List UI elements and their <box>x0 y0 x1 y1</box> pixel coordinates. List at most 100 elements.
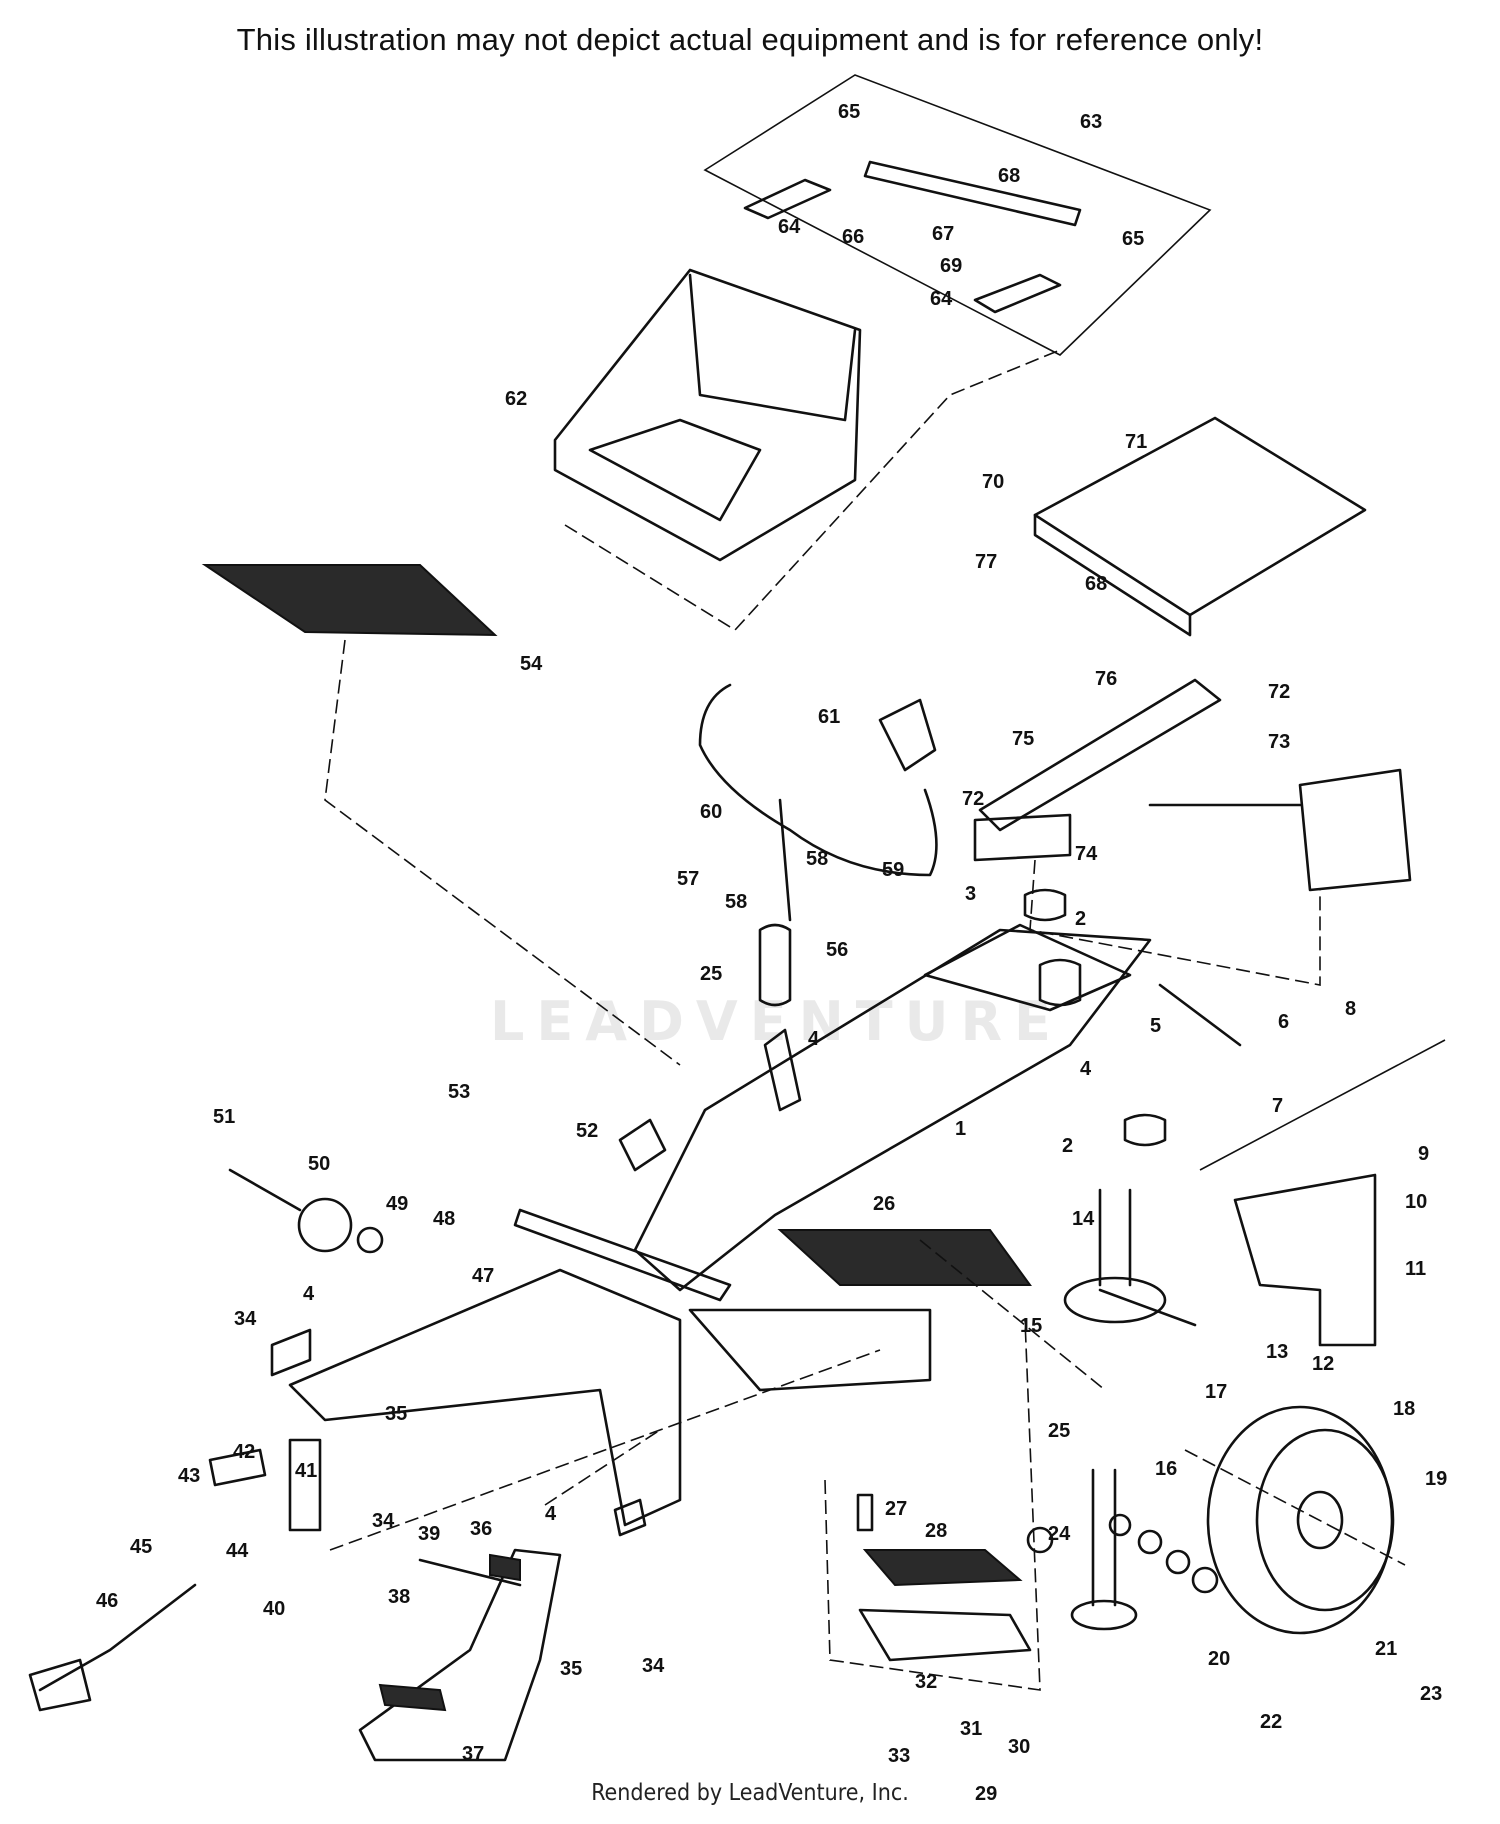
spindle-14 <box>1098 1188 1132 1287</box>
callout-label: 28 <box>925 1520 947 1542</box>
main-frame <box>633 928 1152 1292</box>
washer-49 <box>356 1226 384 1254</box>
callout-label: 45 <box>130 1536 152 1558</box>
cap-23 <box>1191 1566 1219 1594</box>
callout-label: 34 <box>642 1655 665 1677</box>
callout-label: 48 <box>433 1208 455 1230</box>
callout-label: 51 <box>213 1106 235 1128</box>
step-mat <box>862 1549 1023 1587</box>
callout-label: 41 <box>295 1460 317 1482</box>
bearing-21 <box>1137 1529 1163 1555</box>
bushing-25-lower <box>1026 1526 1054 1554</box>
wheel-rim <box>1255 1428 1395 1612</box>
callout-label: 23 <box>1420 1683 1442 1705</box>
callout-label: 72 <box>1268 681 1290 703</box>
seat-plate <box>1033 416 1367 617</box>
callout-label: 72 <box>962 788 984 810</box>
callout-label: 21 <box>1375 1638 1397 1660</box>
pedal-shaft <box>418 1558 522 1587</box>
callout-label: 64 <box>930 288 953 310</box>
frame-bushing <box>1038 958 1082 1007</box>
callout-label: 44 <box>226 1540 249 1562</box>
front-axle <box>288 1268 682 1527</box>
steering-wheel <box>698 683 938 877</box>
callout-label: 1 <box>955 1118 966 1140</box>
axle-pivot-bar <box>513 1208 732 1302</box>
callout-label: 3 <box>965 883 976 905</box>
callout-label: 50 <box>308 1153 330 1175</box>
callout-label: 4 <box>808 1028 820 1050</box>
armrest-bracket <box>863 160 1082 227</box>
callout-label: 58 <box>725 891 747 913</box>
callout-label: 18 <box>1393 1398 1415 1420</box>
callout-label: 66 <box>842 226 864 248</box>
pedal-assembly <box>358 1548 562 1762</box>
callout-label: 4 <box>545 1503 557 1525</box>
seat <box>553 268 862 562</box>
callout-label: 68 <box>1085 573 1107 595</box>
part-52 <box>618 1118 667 1172</box>
bolt-51 <box>228 1168 302 1212</box>
callout-label: 36 <box>470 1518 492 1540</box>
callout-label: 29 <box>975 1783 997 1805</box>
callout-label: 17 <box>1205 1381 1227 1403</box>
callout-label: 76 <box>1095 668 1117 690</box>
callout-label: 10 <box>1405 1191 1427 1213</box>
bolt-5 <box>1158 983 1242 1047</box>
spindle-24 <box>1091 1468 1117 1607</box>
callout-label: 68 <box>998 165 1020 187</box>
wheel-axle-guide <box>1184 1449 1406 1566</box>
callout-label: 67 <box>932 223 954 245</box>
tie-rod <box>38 1583 197 1692</box>
callout-label: 62 <box>505 388 527 410</box>
callout-label: 25 <box>1048 1420 1070 1442</box>
callout-label: 4 <box>303 1283 315 1305</box>
tie-rod-end <box>28 1658 92 1712</box>
callout-label: 9 <box>1418 1143 1429 1165</box>
grease-fitting-27 <box>856 1493 874 1532</box>
callout-label: 32 <box>915 1671 937 1693</box>
callout-label: 6 <box>1278 1011 1289 1033</box>
callout-label: 65 <box>1122 228 1144 250</box>
bolt-guide <box>544 1429 661 1506</box>
callout-label: 38 <box>388 1586 410 1608</box>
callout-label: 31 <box>960 1718 982 1740</box>
callout-label: 8 <box>1345 998 1356 1020</box>
callout-label: 14 <box>1072 1208 1095 1230</box>
seat-support-pad <box>973 813 1072 862</box>
arm-41 <box>288 1438 322 1532</box>
callout-label: 33 <box>888 1745 910 1767</box>
callout-label: 15 <box>1020 1315 1042 1337</box>
callout-label: 42 <box>233 1441 255 1463</box>
steering-column <box>763 1028 802 1112</box>
callout-label: 74 <box>1075 843 1098 865</box>
callout-label: 40 <box>263 1598 285 1620</box>
callout-label: 22 <box>1260 1711 1282 1733</box>
callout-label: 69 <box>940 255 962 277</box>
callout-label: 19 <box>1425 1468 1447 1490</box>
pedal-pad-38 <box>378 1683 447 1712</box>
seat-plate-flange <box>1033 513 1192 637</box>
step-guide <box>824 1319 1041 1691</box>
callout-label: 57 <box>677 868 699 890</box>
callout-label: 27 <box>885 1498 907 1520</box>
callout-label: 71 <box>1125 431 1147 453</box>
foot-mat-left <box>201 564 498 637</box>
callout-label: 2 <box>1075 908 1086 930</box>
callout-label: 75 <box>1012 728 1034 750</box>
callout-label: 65 <box>838 101 860 123</box>
bushing-2-lower <box>1123 1113 1167 1147</box>
callout-label: 5 <box>1150 1015 1161 1037</box>
callout-label: 64 <box>778 216 801 238</box>
foot-plate <box>688 1308 932 1392</box>
column-25 <box>758 923 792 1007</box>
foot-mat-guide <box>324 639 681 1066</box>
foot-mat-center <box>777 1229 1032 1286</box>
axle-end-left <box>270 1328 312 1377</box>
spindle-base <box>1063 1276 1167 1324</box>
callout-label: 26 <box>873 1193 895 1215</box>
seat-back-edge <box>688 273 857 422</box>
bushing-2-upper <box>1023 888 1067 922</box>
pedal-pad-36 <box>489 1553 521 1582</box>
